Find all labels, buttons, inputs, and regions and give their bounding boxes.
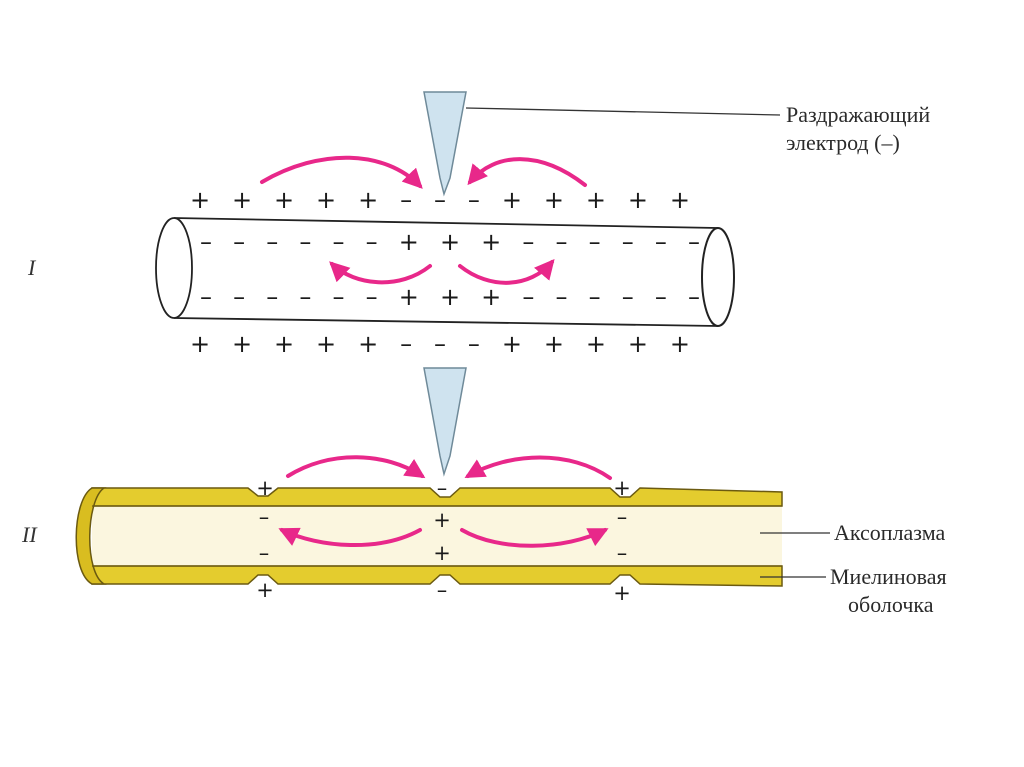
- myelinated-axon: [75, 487, 783, 587]
- node-charge-outer-left: +: [256, 476, 274, 500]
- node-charge-outer-mid: –: [437, 476, 448, 500]
- outer-charges-bottom: + + + + + – – – + + + + +: [190, 330, 690, 358]
- unmyelinated-axon: [155, 217, 735, 327]
- node-charge-inner-left-b: –: [259, 541, 270, 565]
- stimulating-electrode-ii: [423, 367, 467, 477]
- node-charge-inner-mid-b: +: [433, 541, 451, 565]
- node-charge-outer-left-b: +: [256, 578, 274, 602]
- electrode-label-line1: Раздражающий: [786, 102, 930, 127]
- node-charge-outer-mid-b: –: [437, 578, 448, 602]
- node-charge-inner-right: –: [617, 505, 628, 529]
- node-charge-inner-left: –: [259, 505, 270, 529]
- node-charge-inner-right-b: –: [617, 541, 628, 565]
- node-charge-outer-right: +: [613, 476, 631, 500]
- myelin-label-line1: Миелиновая: [830, 564, 947, 589]
- electrode-label-line2: электрод (–): [786, 130, 900, 155]
- current-arrows-ii: [278, 455, 612, 548]
- myelin-label-line2: оболочка: [848, 592, 934, 617]
- node-charge-outer-right-b: +: [613, 581, 631, 605]
- node-charge-inner-mid: +: [433, 508, 451, 532]
- inner-charges-bottom: – – – – – – + + + – – – – – –: [200, 283, 700, 311]
- inner-charges-top: – – – – – – + + + – – – – – –: [200, 228, 700, 256]
- part-ii-label: II: [21, 522, 38, 547]
- outer-charges-top: + + + + + – – – + + + + +: [190, 186, 690, 214]
- electrode-leader-line: [465, 107, 781, 116]
- part-i-label: I: [27, 255, 37, 280]
- stimulating-electrode-i: [423, 91, 467, 197]
- current-arrows-i: [260, 155, 587, 285]
- axoplasm-label: Аксоплазма: [834, 520, 945, 545]
